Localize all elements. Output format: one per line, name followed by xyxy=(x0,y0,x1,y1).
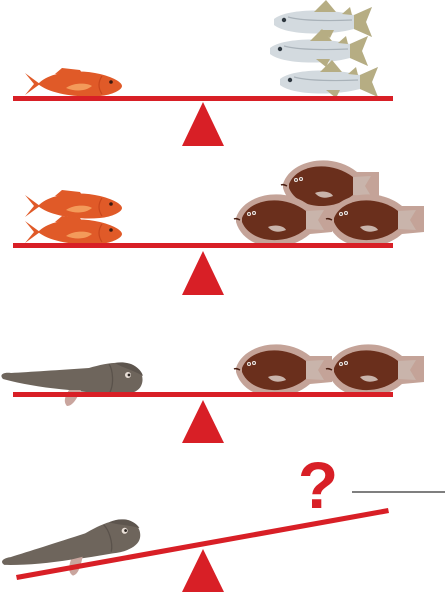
balance-beam xyxy=(13,243,393,248)
big-fish-icon xyxy=(1,362,143,406)
silver-fish-icon xyxy=(280,60,378,98)
fulcrum-triangle xyxy=(182,102,224,146)
scale-1 xyxy=(13,0,393,146)
question-mark: ? xyxy=(298,448,338,522)
red-fish-icon xyxy=(25,68,122,97)
flatfish-icon xyxy=(234,344,332,397)
balance-beam xyxy=(13,96,393,101)
scale-3 xyxy=(1,344,424,443)
big-fish-icon xyxy=(0,515,147,592)
fulcrum-triangle xyxy=(182,549,224,592)
scale-4: ? xyxy=(0,448,445,592)
silver-fish-icon xyxy=(270,29,368,67)
fulcrum-triangle xyxy=(182,400,224,443)
red-fish-icon xyxy=(25,216,122,245)
balance-beam xyxy=(13,392,393,397)
scale-2 xyxy=(13,160,424,295)
red-fish-icon xyxy=(25,190,122,219)
flatfish-icon xyxy=(326,344,424,397)
fulcrum-triangle xyxy=(182,251,224,295)
flatfish-icon xyxy=(326,194,424,247)
